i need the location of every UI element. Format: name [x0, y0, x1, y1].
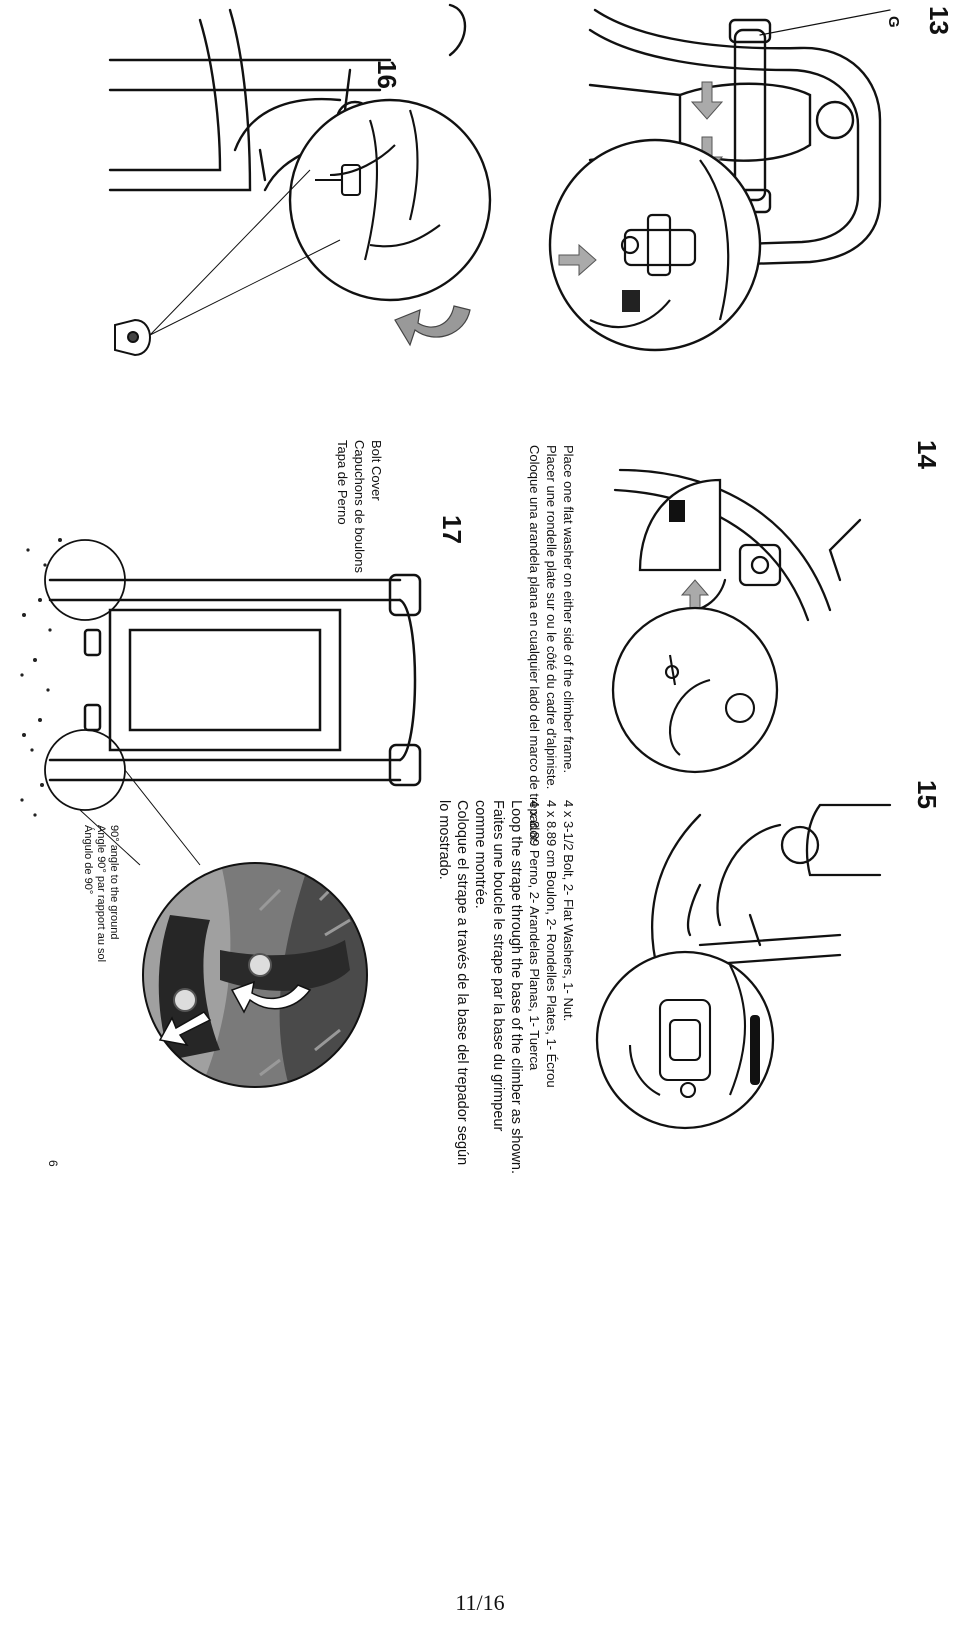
step-14-illustration	[611, 468, 862, 774]
page-corner-number: 6	[46, 1160, 60, 1167]
strap-photo	[142, 862, 368, 1088]
angle-note-fr: Angle 90° par rapport au sol	[95, 825, 107, 963]
rotated-page-content: 13	[20, 3, 954, 1175]
step-15-text-es: 4 x 8.89 Perno, 2- Arandelas Planas, 1- …	[527, 800, 542, 1071]
step-15-illustration	[595, 803, 892, 1130]
step-14-text-fr: Placer une rondelle plate sur ou le côté…	[544, 445, 559, 790]
step-14-text-en: Place one flat washer on either side of …	[561, 445, 576, 774]
step-14-number: 14	[912, 440, 942, 469]
step-17-text-fr-2: comme montrée.	[472, 800, 488, 909]
step-16-illustration	[108, 3, 492, 357]
step-15-text-en: 4 x 3-1/2 Bolt, 2- Flat Washers, 1- Nut.	[561, 800, 576, 1022]
step-17-illustration	[20, 538, 422, 866]
bolt-cover-label-es: Tapa de Perno	[335, 440, 350, 525]
page-number-footer: 11/16	[455, 1590, 505, 1615]
angle-note-en: 90° angle to the ground	[108, 825, 120, 940]
step-17-text-es-2: lo mostrado.	[436, 800, 452, 880]
bolt-cover-label-en: Bolt Cover	[369, 440, 384, 501]
step-15-text-fr: 4 x 8.89 cm Boulon, 2- Rondelles Plates,…	[544, 800, 559, 1088]
step-14-text-es: Coloque una arandela plana en cualquier …	[527, 445, 542, 845]
step-13-number: 13	[924, 6, 954, 35]
angle-note-es: Ángulo de 90°	[82, 825, 94, 895]
step-13-illustration	[548, 8, 891, 352]
step-17-text-en-1: Loop the strape through the base of the …	[508, 800, 524, 1175]
step-17-text-es-1: Coloque el strape a través de la base de…	[454, 800, 470, 1166]
step-15-number: 15	[912, 780, 942, 809]
step-13-part-label: G	[885, 16, 902, 28]
step-17-text-fr-1: Faites une boucle le strape par la base …	[490, 800, 506, 1132]
